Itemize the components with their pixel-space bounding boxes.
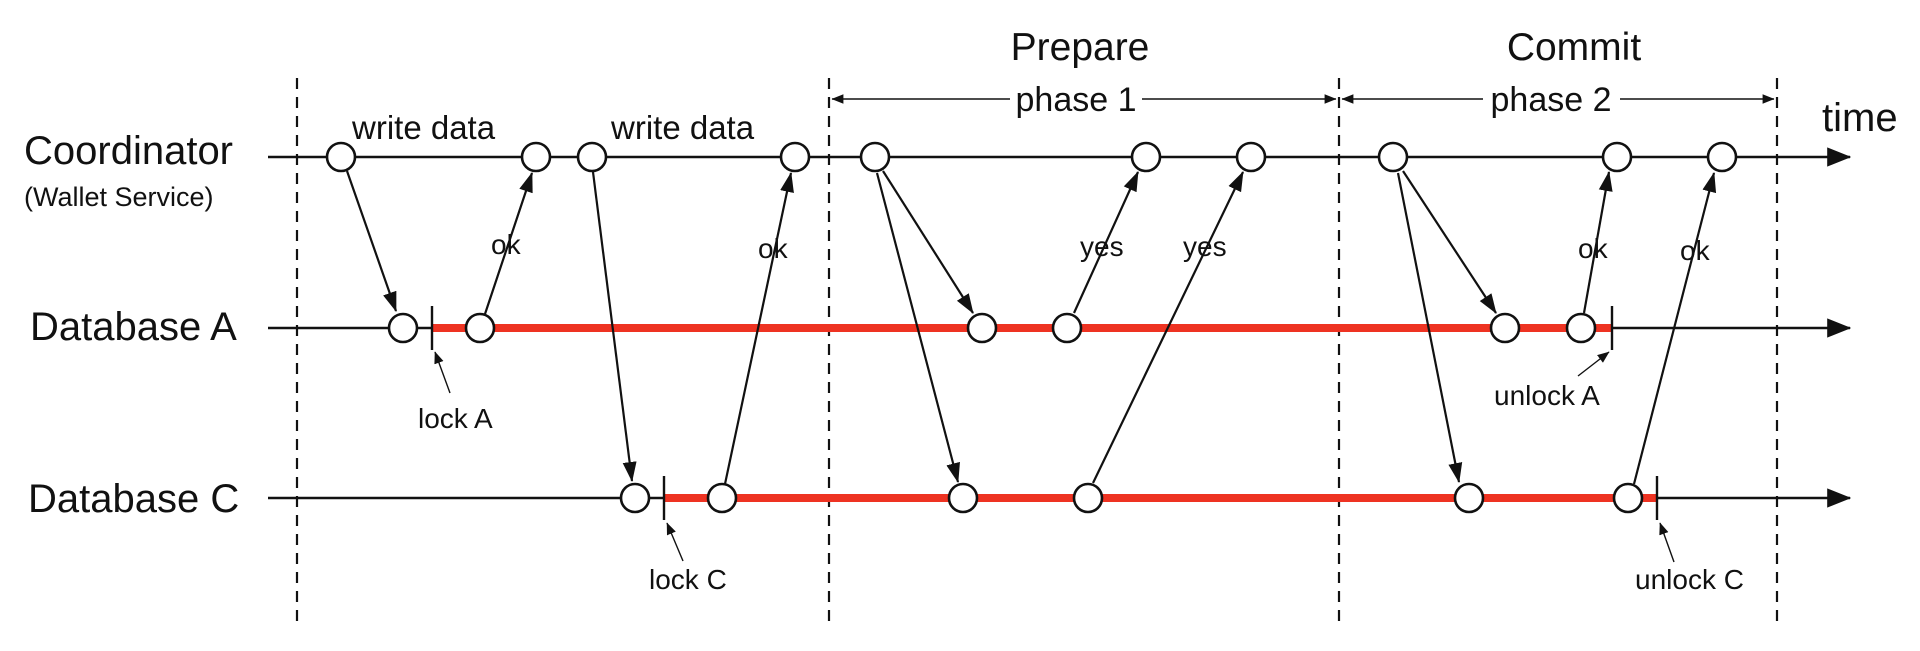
phase-title-prepare: Prepare	[1011, 26, 1150, 69]
event-coordinator-write-c	[576, 141, 608, 173]
msg-prepare-to-c	[875, 172, 960, 483]
time-axis-label: time	[1822, 96, 1898, 140]
event-c-receive-write	[619, 482, 651, 514]
event-coordinator-commit-ok-c	[1706, 141, 1738, 173]
event-a-receive-commit	[1489, 312, 1521, 344]
event-a-send-yes	[1051, 312, 1083, 344]
label-lock-c: lock C	[649, 564, 727, 595]
msg-ok-from-a	[483, 172, 534, 315]
event-coordinator-yes-a	[1130, 141, 1162, 173]
label-commit-ok-a: ok	[1578, 233, 1609, 264]
event-a-send-ok	[464, 312, 496, 344]
phase-title-commit: Commit	[1507, 26, 1641, 69]
event-c-send-commit-ok	[1612, 482, 1644, 514]
event-c-send-yes	[1072, 482, 1104, 514]
lane-label-coordinator: Coordinator	[24, 129, 233, 173]
event-a-send-commit-ok	[1565, 312, 1597, 344]
msg-yes-from-c	[1092, 171, 1244, 484]
event-coordinator-write-a	[325, 141, 357, 173]
phase-label-1: phase 1	[1016, 81, 1137, 119]
lock-c-pointer	[666, 522, 684, 562]
lane-label-database-a: Database A	[30, 305, 237, 349]
event-coordinator-commit	[1377, 141, 1409, 173]
lane-label-database-c: Database C	[28, 477, 239, 521]
phase-label-2: phase 2	[1491, 81, 1612, 119]
event-coordinator-ok-c	[779, 141, 811, 173]
event-coordinator-prepare	[859, 141, 891, 173]
event-coordinator-yes-c	[1235, 141, 1267, 173]
label-commit-ok-c: ok	[1680, 235, 1711, 266]
msg-ok-from-c	[723, 172, 794, 485]
msg-commit-ok-from-a	[1582, 171, 1613, 314]
msg-write-to-a	[345, 170, 398, 312]
event-c-receive-prepare	[947, 482, 979, 514]
msg-write-to-c	[591, 171, 637, 482]
unlock-a-pointer	[1577, 351, 1610, 377]
event-coordinator-commit-ok-a	[1601, 141, 1633, 173]
label-write-data-c: write data	[610, 109, 755, 146]
msg-yes-from-a	[1072, 171, 1140, 314]
label-ok-c: ok	[758, 233, 789, 264]
event-c-receive-commit	[1453, 482, 1485, 514]
label-unlock-a: unlock A	[1494, 380, 1600, 411]
event-a-receive-write	[387, 312, 419, 344]
label-write-data-a: write data	[351, 109, 496, 146]
event-a-receive-prepare	[966, 312, 998, 344]
lock-a-pointer	[434, 351, 451, 394]
label-unlock-c: unlock C	[1635, 564, 1744, 595]
msg-commit-ok-from-c	[1632, 172, 1717, 485]
msg-commit-to-c	[1396, 172, 1463, 483]
lane-sublabel-coordinator: (Wallet Service)	[24, 182, 214, 212]
event-coordinator-ok-a	[520, 141, 552, 173]
msg-commit-to-a	[1402, 170, 1497, 314]
label-lock-a: lock A	[418, 403, 493, 434]
unlock-c-pointer	[1659, 522, 1675, 563]
label-yes-a: yes	[1080, 231, 1124, 262]
event-c-send-ok	[706, 482, 738, 514]
label-yes-c: yes	[1183, 231, 1227, 262]
label-ok-a: ok	[491, 229, 522, 260]
msg-prepare-to-a	[882, 170, 974, 314]
